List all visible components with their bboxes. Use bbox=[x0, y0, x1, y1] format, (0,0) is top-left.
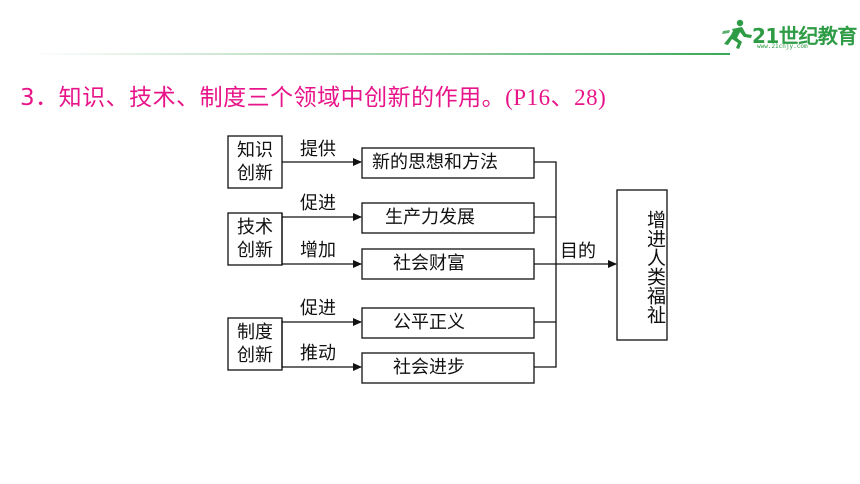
title-text: 3．知识、技术、制度三个领域中创新的作用。 bbox=[20, 85, 506, 111]
result-box-r5 bbox=[361, 352, 535, 384]
source-box-system bbox=[227, 317, 283, 371]
goal-label: 增进人类福祉 bbox=[644, 209, 666, 324]
result-box-r4 bbox=[361, 307, 535, 339]
edge-label-provide: 提供 bbox=[300, 139, 336, 160]
edge-label-drive: 推动 bbox=[300, 343, 336, 364]
edge-label-promote-productivity: 促进 bbox=[300, 193, 336, 214]
runner-logo-icon bbox=[722, 19, 752, 49]
brand-logo bbox=[722, 19, 752, 49]
page-reference: (P16、28) bbox=[505, 85, 607, 110]
result-box-r3 bbox=[361, 248, 535, 280]
brand-url: www.21cnjy.com bbox=[757, 43, 808, 50]
source-label-knowledge: 知识创新 bbox=[237, 140, 273, 184]
brand-name: 21世纪教育 bbox=[752, 24, 857, 48]
result-label-r4: 公平正义 bbox=[393, 312, 465, 333]
header-divider bbox=[30, 53, 730, 55]
goal-box bbox=[616, 189, 668, 341]
source-box-knowledge bbox=[227, 135, 283, 189]
result-label-r1: 新的思想和方法 bbox=[372, 152, 498, 173]
result-label-r2: 生产力发展 bbox=[385, 207, 475, 228]
edge-label-increase: 增加 bbox=[300, 240, 336, 261]
edge-label-promote-justice: 促进 bbox=[300, 298, 336, 319]
source-box-technology bbox=[227, 212, 283, 266]
source-label-system: 制度创新 bbox=[237, 322, 273, 366]
source-label-technology: 技术创新 bbox=[237, 217, 273, 261]
result-box-r1 bbox=[361, 147, 535, 179]
page-title: 3．知识、技术、制度三个领域中创新的作用。(P16、28) bbox=[20, 78, 606, 112]
result-box-r2 bbox=[361, 202, 535, 234]
result-label-r5: 社会进步 bbox=[393, 357, 465, 378]
purpose-label: 目的 bbox=[560, 241, 596, 262]
result-label-r3: 社会财富 bbox=[393, 253, 465, 274]
